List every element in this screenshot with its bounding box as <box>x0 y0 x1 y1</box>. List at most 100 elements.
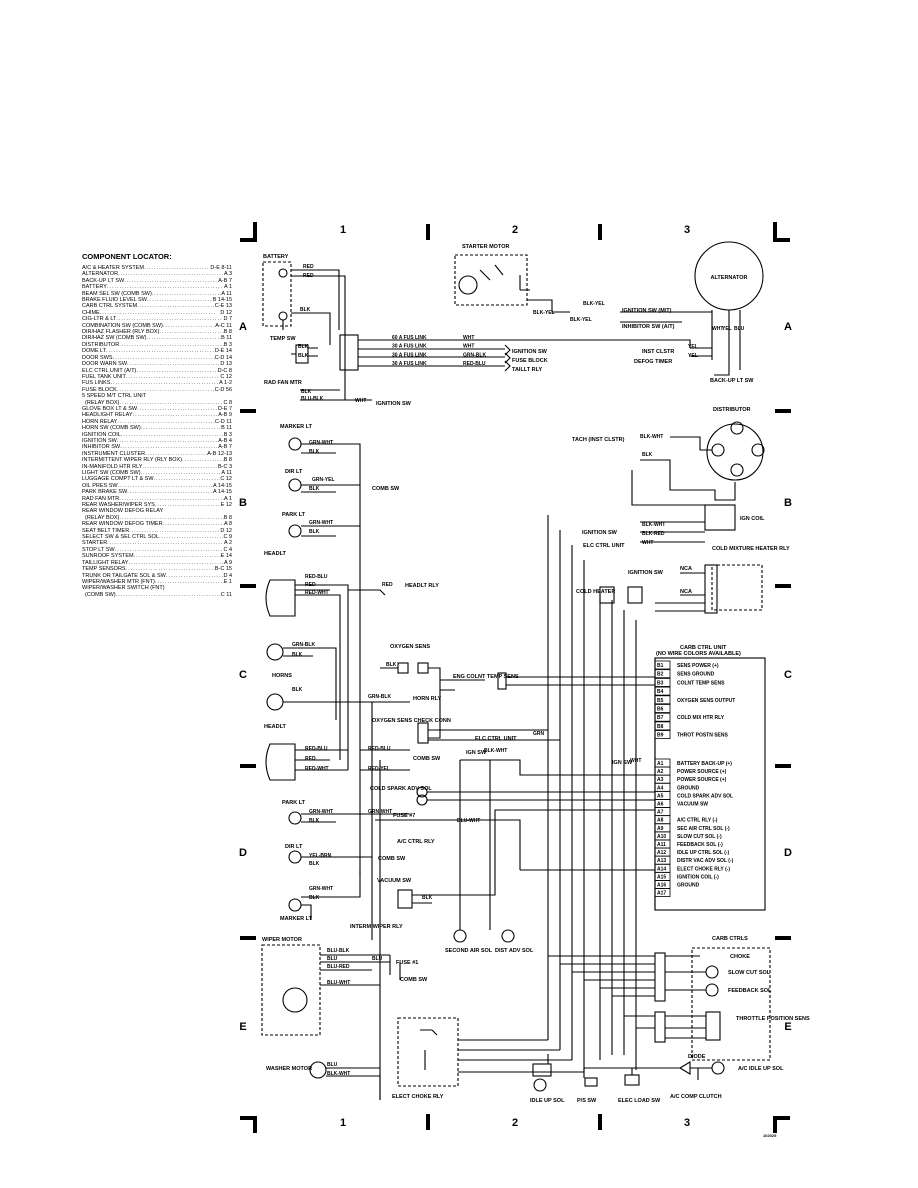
carb-pin-id: A16 <box>657 883 666 889</box>
carb-pin-name: POWER SOURCE (+) <box>677 769 727 775</box>
wire-label: GRN <box>533 731 545 737</box>
locator-item-name: INSTRUMENT CLUSTER <box>82 450 146 457</box>
locator-item-position: A-B 7 <box>218 444 232 451</box>
locator-item-position: D-E 14 <box>214 348 232 355</box>
locator-item-name: DISTRIBUTOR <box>82 341 120 348</box>
wire-label: GRN-WHT <box>309 886 333 892</box>
wire-label: RED-YEL <box>368 766 390 772</box>
carb-pin-id: A7 <box>657 810 664 816</box>
locator-item-position: A 14-15 <box>213 489 232 496</box>
locator-item: ALTERNATORA 3 <box>82 271 232 277</box>
carb-pin-id: A17 <box>657 891 666 897</box>
locator-item: BEAM SEL SW (COMB SW)A 11 <box>82 291 232 297</box>
locator-item-name: FUS LINKS <box>82 380 111 387</box>
locator-item: BACK-UP LT SWA-B 7 <box>82 278 232 284</box>
slow-cut-sol-label: SLOW CUT SOL <box>728 970 771 976</box>
comb-sw-label-1: COMB SW <box>413 756 441 762</box>
headlt-label-top: HEADLT <box>264 551 287 557</box>
wire-label: RED <box>303 264 314 270</box>
locator-item-name: PARK BRAKE SW <box>82 489 128 496</box>
wire-label: BLK-YEL <box>583 301 605 307</box>
wire-label: RED <box>382 582 393 588</box>
locator-item-position: D 13 <box>220 361 232 368</box>
locator-item: WIPER/WASHER MTR (FNT)E 1 <box>82 579 232 585</box>
carb-pin-box <box>654 695 671 705</box>
locator-item-name: DOOR WARN SW <box>82 361 128 368</box>
headlt-rly-label: HEADLT RLY <box>405 583 439 589</box>
wire-label: RED-BLU <box>305 574 328 580</box>
locator-item-position: B 8 <box>223 329 232 336</box>
wire-label: RED <box>305 756 316 762</box>
row-label-e: E <box>239 1021 246 1033</box>
wire-label: BLK <box>301 389 312 395</box>
locator-item-position: A 3 <box>224 271 232 278</box>
carb-pin-id: A1 <box>657 761 664 767</box>
washer-motor-label: WASHER MOTOR <box>266 1066 312 1072</box>
locator-item-position: A 2 <box>224 540 232 547</box>
wire-label: BLU-BLK <box>327 948 350 954</box>
locator-item-name: FUEL TANK UNIT <box>82 373 126 380</box>
tach-inst-clstr-label: TACH (INST CLSTR) <box>572 437 625 443</box>
fuse-block-label: FUSE BLOCK <box>512 358 548 364</box>
wire-label: BLU-WHT <box>457 818 480 824</box>
interm-wiper-rly-label: INTERM WIPER RLY <box>350 924 403 930</box>
comb-sw-label-2: COMB SW <box>378 856 406 862</box>
locator-item-position: C 11 <box>220 591 232 598</box>
locator-item-name: IN-MANIFOLD HTR RLY <box>82 463 143 470</box>
locator-item-name: OIL PRES SW <box>82 482 118 489</box>
wire-label: GRN-YEL <box>312 477 335 483</box>
locator-item: (RELAY BOX)B 8 <box>82 515 232 521</box>
locator-item: GLOVE BOX LT & SWD-E 7 <box>82 406 232 412</box>
fusible-link-label: 30 A FUS LINK <box>392 352 427 358</box>
locator-item-name: CIG-LTR & LT <box>82 316 117 323</box>
carb-pin-name: ELECT CHOKE RLY (-) <box>677 866 730 872</box>
ignition-sw-mt-label: IGNITION SW (M/T) <box>622 308 672 314</box>
locator-item-name: CHIME <box>82 309 100 316</box>
locator-item-position: C-D 14 <box>214 354 232 361</box>
locator-item-position: C 4 <box>223 546 232 553</box>
column-label-2: 2 <box>512 224 518 236</box>
comb-sw-label-3: COMB SW <box>400 977 428 983</box>
locator-item-name: SUNROOF SYSTEM <box>82 553 134 560</box>
ac-comp-clutch-label: A/C COMP CLUTCH <box>670 1094 722 1100</box>
wire-label: BLU-WHT <box>327 980 350 986</box>
nca-label-2: NCA <box>680 589 692 595</box>
locator-item-name: DOOR SWS <box>82 354 113 361</box>
locator-item: 5 SPEED M/T CTRL UNIT <box>82 393 232 399</box>
locator-item: WIPER/WASHER SWITCH (FNT) <box>82 585 232 591</box>
horn-rly-label: HORN RLY <box>413 696 442 702</box>
locator-item: DOME LTD-E 14 <box>82 348 232 354</box>
locator-item: CHIMED 12 <box>82 310 232 316</box>
carb-pin-id: B9 <box>657 733 664 739</box>
column-label-1-bottom: 1 <box>340 1117 346 1129</box>
locator-item: IGNITION SWA-B 4 <box>82 438 232 444</box>
wire-label: BLU-RED <box>327 964 350 970</box>
locator-item: HORN SW (COMB SW)B 11 <box>82 425 232 431</box>
inhibitor-sw-at-label: INHIBITOR SW (A/T) <box>622 324 675 330</box>
carb-pin-name: THROT POSTN SENS <box>677 733 729 739</box>
ign-sw-short-label-2: IGN SW <box>612 760 633 766</box>
locator-item-name: ELC CTRL UNIT (A/T) <box>82 367 137 374</box>
second-air-sol-label: SECOND AIR SOL <box>445 948 493 954</box>
fusible-link-wire: GRN-BLK <box>463 352 486 358</box>
locator-item: HORN RELAYC-D 11 <box>82 419 232 425</box>
wire-label: YEL-BRN <box>309 853 332 859</box>
battery-label: BATTERY <box>263 254 289 260</box>
locator-item-position: A 1-2 <box>219 380 232 387</box>
park-lt-label-top: PARK LT <box>282 512 306 518</box>
wire-label: BLK <box>300 307 311 313</box>
carb-pin-name: VACUUM SW <box>677 802 708 808</box>
locator-item-name: IGNITION SW <box>82 437 117 444</box>
locator-item-name: WIPER/WASHER MTR (FNT) <box>82 578 155 585</box>
locator-item-position: A-B 9 <box>218 412 232 419</box>
dir-lt-label-bottom: DIR LT <box>285 844 303 850</box>
locator-item-position: D-E 7 <box>217 405 232 412</box>
cold-spark-adv-sol-label: COLD SPARK ADV SOL <box>370 786 432 792</box>
carb-pin-id: A11 <box>657 842 666 848</box>
locator-item-position: B 3 <box>223 341 232 348</box>
locator-item-position: A 11 <box>221 470 232 476</box>
locator-item-position: C-D 56 <box>214 386 232 393</box>
carb-pin-name: BATTERY BACK-UP (+) <box>677 761 732 767</box>
wire-label: BLK-WHT <box>642 522 665 528</box>
rad-fan-mtr-label: RAD FAN MTR <box>264 380 302 386</box>
